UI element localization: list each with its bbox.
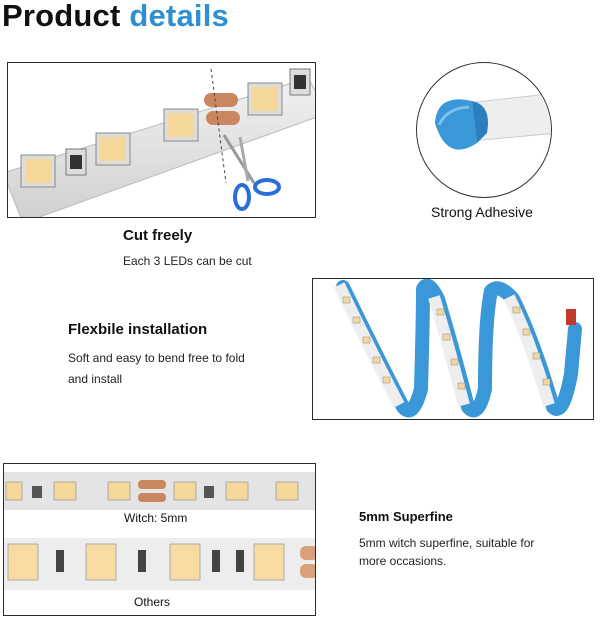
superfine-heading: 5mm Superfine	[359, 509, 453, 524]
bent-strip-panel	[312, 278, 594, 420]
width-comparison-panel: Witch: 5mm Others	[3, 463, 316, 616]
bent-led-strip-image	[333, 279, 582, 418]
flexible-installation-line-1: Soft and easy to bend free to fold	[68, 351, 245, 365]
title-word-product: Product	[2, 0, 121, 33]
scissors-icon	[222, 134, 281, 211]
superfine-line-2: more occasions.	[359, 554, 447, 568]
flexible-installation-heading: Flexbile installation	[68, 321, 208, 338]
resistor-chip	[289, 68, 311, 96]
resistor-chip	[65, 148, 87, 176]
title-word-details: details	[129, 0, 229, 33]
led-chip	[247, 82, 283, 116]
led-chip	[95, 132, 131, 166]
led-chip-row	[342, 296, 551, 390]
adhesive-tape-image	[416, 62, 552, 198]
wire-lead	[566, 309, 576, 325]
page-title: Product details	[2, 0, 229, 34]
led-chip	[20, 154, 56, 188]
superfine-line-1: 5mm witch superfine, suitable for	[359, 536, 535, 550]
cut-freely-heading: Cut freely	[123, 227, 193, 244]
others-label: Others	[134, 595, 171, 609]
witch-5mm-label: Witch: 5mm	[122, 511, 190, 525]
strip-width-comparison-image	[4, 472, 315, 590]
copper-pad	[204, 93, 240, 125]
led-strip-closeup-image	[8, 68, 315, 217]
strong-adhesive-label: Strong Adhesive	[431, 204, 533, 220]
led-chip	[163, 108, 199, 142]
cut-freely-description: Each 3 LEDs can be cut	[123, 254, 252, 268]
cut-strip-panel	[7, 62, 316, 218]
tape-peel-icon	[435, 93, 551, 150]
flexible-installation-line-2: and install	[68, 372, 123, 386]
